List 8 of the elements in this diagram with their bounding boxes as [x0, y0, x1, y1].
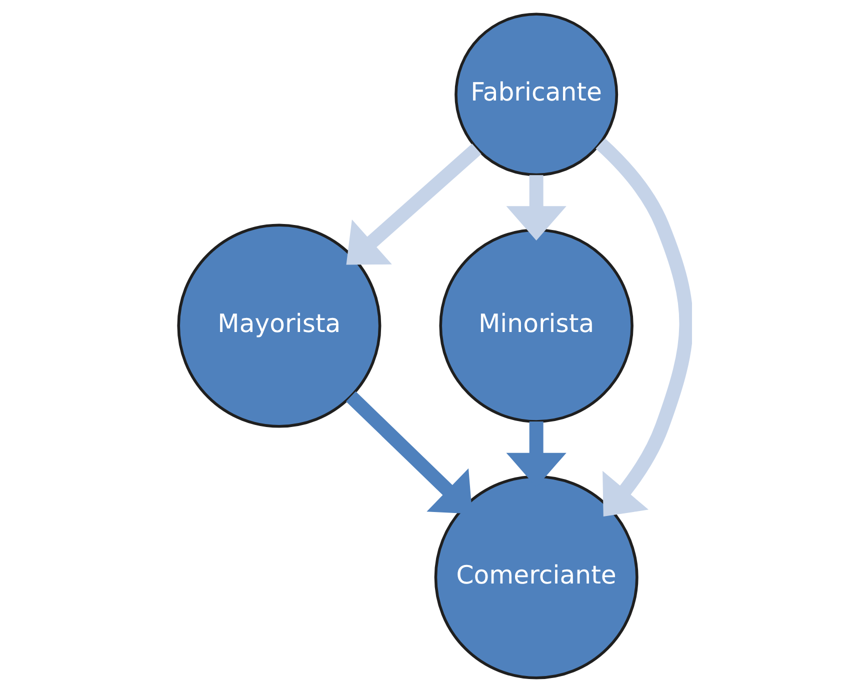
- node-circle: Fabricante: [454, 12, 618, 176]
- arrow: [596, 138, 692, 517]
- node-circle: Mayorista: [177, 224, 382, 428]
- arrow: [506, 175, 566, 240]
- node-circle: Comerciante: [434, 475, 638, 680]
- node-circle: Minorista: [439, 228, 634, 423]
- arrow: [346, 391, 472, 514]
- arrow: [346, 144, 482, 265]
